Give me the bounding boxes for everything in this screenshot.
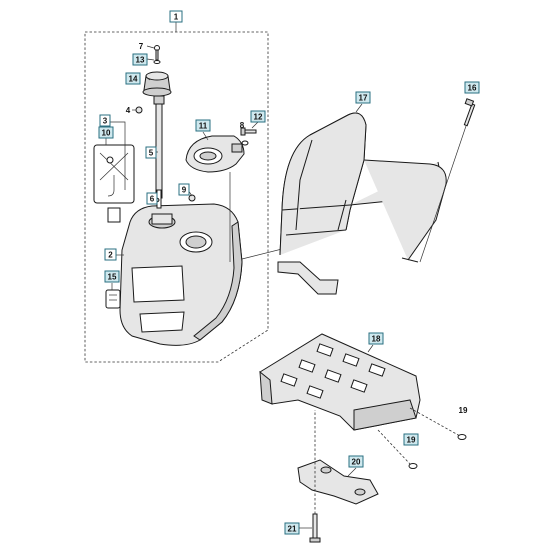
leader-16: [419, 125, 467, 263]
callout-19-top[interactable]: 19: [459, 406, 468, 415]
svg-text:5: 5: [149, 149, 154, 158]
svg-text:13: 13: [136, 56, 145, 65]
svg-text:2: 2: [108, 251, 113, 260]
leader-3: [110, 121, 126, 190]
callout-9[interactable]: 9: [178, 183, 190, 196]
callout-1[interactable]: 1: [169, 10, 183, 23]
callout-19-bottom[interactable]: 19: [403, 433, 419, 446]
svg-text:20: 20: [352, 458, 361, 467]
svg-text:6: 6: [150, 195, 155, 204]
svg-text:8: 8: [240, 121, 245, 130]
leader-13: [146, 58, 155, 61]
callout-12[interactable]: 12: [250, 110, 266, 123]
svg-text:17: 17: [359, 94, 368, 103]
callout-6[interactable]: 6: [146, 192, 158, 205]
svg-text:11: 11: [199, 122, 208, 131]
leader-19b: [377, 429, 411, 465]
svg-text:15: 15: [108, 273, 117, 282]
leader-19a: [409, 407, 461, 437]
callout-17[interactable]: 17: [355, 91, 371, 104]
callout-15[interactable]: 15: [104, 270, 120, 283]
cap-screw: [153, 45, 161, 64]
callout-8[interactable]: 8: [240, 121, 245, 130]
callout-4[interactable]: 4: [126, 106, 131, 115]
callout-11[interactable]: 11: [195, 119, 211, 132]
level-sticker: [105, 289, 121, 309]
callout-18[interactable]: 18: [368, 332, 384, 345]
grommet-4: [135, 106, 143, 114]
leader-7: [146, 45, 155, 49]
callout-5[interactable]: 5: [145, 146, 157, 159]
svg-text:14: 14: [129, 75, 138, 84]
callout-14[interactable]: 14: [125, 72, 141, 85]
callout-3[interactable]: 3: [99, 114, 111, 127]
svg-text:19: 19: [459, 406, 468, 415]
callout-13[interactable]: 13: [132, 53, 148, 66]
fuel-cap: [142, 71, 172, 97]
washer-8: [241, 140, 249, 146]
callout-2[interactable]: 2: [104, 248, 117, 261]
svg-text:21: 21: [288, 525, 297, 534]
svg-text:9: 9: [182, 186, 187, 195]
svg-text:18: 18: [372, 335, 381, 344]
callout-7[interactable]: 7: [139, 42, 144, 51]
decal-small: [107, 207, 121, 223]
svg-text:3: 3: [103, 117, 108, 126]
callout-10[interactable]: 10: [98, 126, 114, 139]
fuel-tank: [119, 203, 243, 346]
leader-18: [367, 344, 374, 353]
svg-text:1: 1: [174, 13, 179, 22]
leader-11: [202, 131, 209, 141]
washer-9: [188, 194, 196, 202]
tubular-frame: [277, 112, 447, 295]
base-plate: [259, 333, 421, 431]
callout-16[interactable]: 16: [464, 81, 480, 94]
svg-text:12: 12: [254, 113, 263, 122]
washer-19b: [408, 463, 418, 469]
leader-17: [355, 103, 363, 113]
callout-20[interactable]: 20: [348, 455, 364, 468]
svg-text:7: 7: [139, 42, 144, 51]
leader-14: [146, 77, 151, 81]
foot-pad: [297, 459, 379, 505]
bolt-12: [240, 127, 257, 136]
svg-text:10: 10: [102, 129, 111, 138]
bolt-16: [463, 98, 476, 127]
assembly-group-outline: [84, 31, 269, 363]
callout-21[interactable]: 21: [284, 522, 300, 535]
washer-19a: [457, 434, 467, 440]
leader-12: [251, 121, 259, 129]
svg-text:16: 16: [468, 84, 477, 93]
filler-neck: [185, 135, 245, 173]
svg-text:4: 4: [126, 106, 131, 115]
svg-text:19: 19: [407, 436, 416, 445]
leader-20: [347, 467, 357, 477]
warning-decal: [93, 144, 135, 204]
